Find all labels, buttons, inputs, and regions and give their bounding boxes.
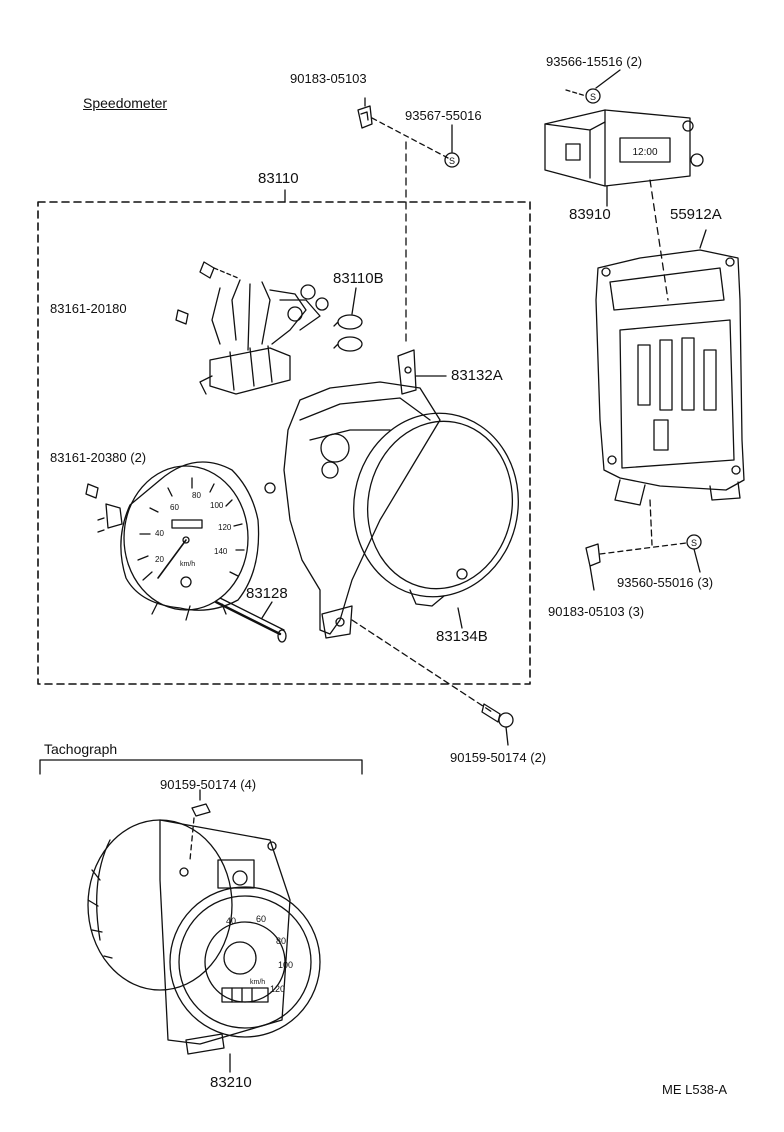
clip-90183-top <box>357 97 449 346</box>
screw-s-mark: S <box>691 538 697 548</box>
bulbs-83110B <box>333 287 363 352</box>
dial-label: 80 <box>192 491 201 500</box>
tacho-dial-label: 60 <box>256 914 266 924</box>
screw-90159-4 <box>189 789 211 861</box>
assembly-box-83110 <box>37 189 531 685</box>
dial-label: 140 <box>214 547 228 556</box>
dial-label: 20 <box>155 555 164 564</box>
tachograph-83210: 40 60 80 100 120 km/h <box>87 819 321 1073</box>
tacho-dial-label: 80 <box>276 936 286 946</box>
part-label-83161-20180: 83161-20180 <box>50 301 127 316</box>
case-83132A <box>264 349 447 639</box>
tacho-dial-label: 100 <box>278 960 293 970</box>
speedometer-dial: 20 40 60 80 100 120 140 km/h <box>85 461 260 621</box>
part-label-90183-05103: 90183-05103 <box>290 71 367 86</box>
screw-s-mark: S <box>590 92 596 102</box>
part-label-83128: 83128 <box>246 585 288 602</box>
part-label-93567-55016: 93567-55016 <box>405 108 482 123</box>
clip-90183-3: S <box>585 499 702 591</box>
part-label-90159-50174-2: 90159-50174 (2) <box>450 750 547 765</box>
clock-display-text: 12:00 <box>632 147 657 158</box>
dial-label: 60 <box>170 503 179 512</box>
dial-unit: km/h <box>180 561 195 568</box>
harness-83110 <box>175 261 329 395</box>
part-label-83134B: 83134B <box>436 628 488 645</box>
screw-93567: S <box>444 124 460 168</box>
dial-label: 120 <box>218 523 232 532</box>
part-label-83910: 83910 <box>569 206 611 223</box>
tachograph-bracket-line <box>39 759 363 775</box>
part-label-93560-55016: 93560-55016 (3) <box>617 575 714 590</box>
part-label-55912A: 55912A <box>670 206 722 223</box>
part-label-83210: 83210 <box>210 1074 252 1091</box>
clock-83910: 12:00 S <box>544 69 704 301</box>
part-label-83132A: 83132A <box>451 367 503 384</box>
diagram-code: ME L538-A <box>662 1082 728 1097</box>
pin-83128 <box>214 597 287 643</box>
part-label-90183-05103-3: 90183-05103 (3) <box>548 604 645 619</box>
screw-s-mark: S <box>449 156 455 166</box>
section-title-tachograph: Tachograph <box>44 741 118 757</box>
part-label-83110: 83110 <box>258 170 299 187</box>
tacho-dial-unit: km/h <box>250 979 265 986</box>
lens-83134B <box>353 412 519 629</box>
tacho-dial-label: 120 <box>270 984 285 994</box>
part-label-83161-20380: 83161-20380 (2) <box>50 450 147 465</box>
screw-90159-2 <box>351 619 514 746</box>
part-label-93566-15516: 93566-15516 (2) <box>546 54 643 69</box>
bracket-55912A <box>595 229 745 506</box>
section-title-speedometer: Speedometer <box>83 95 168 111</box>
part-label-83110B: 83110B <box>333 270 384 287</box>
dial-label: 40 <box>155 529 164 538</box>
part-label-90159-50174-4: 90159-50174 (4) <box>160 777 257 792</box>
dial-label: 100 <box>210 501 224 510</box>
tacho-dial-label: 40 <box>226 916 236 926</box>
